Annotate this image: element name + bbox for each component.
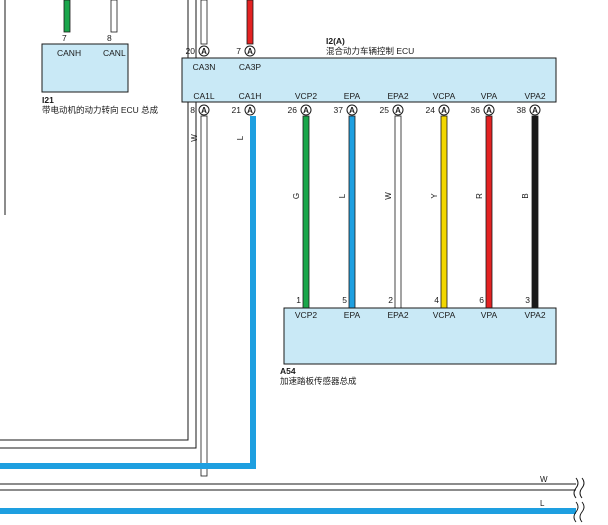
wire-color-code: W bbox=[190, 134, 199, 142]
i2-top-pin-num: 7 bbox=[236, 46, 241, 56]
wire-color-code: Y bbox=[430, 193, 439, 199]
i21-box bbox=[41, 43, 129, 93]
component-i21: 7 8 CANH CANL I21 带电动机的动力转向 ECU 总成 bbox=[41, 33, 159, 115]
wire-ca3p-red bbox=[246, 0, 254, 45]
wire-vertical bbox=[531, 115, 539, 309]
a54-pin-signal: EPA bbox=[344, 310, 361, 320]
connector-letter: A bbox=[395, 106, 401, 115]
wire-outline bbox=[0, 0, 189, 441]
bus-l-line bbox=[0, 508, 576, 514]
a54-pin-signal: VCPA bbox=[433, 310, 456, 320]
connector-circle bbox=[529, 104, 541, 116]
a54-pin-num: 2 bbox=[388, 295, 393, 305]
i2-bottom-pin-num: 38 bbox=[517, 105, 527, 115]
break-mark bbox=[579, 477, 585, 499]
wire-color-code: R bbox=[475, 193, 484, 199]
wire-vertical bbox=[200, 115, 208, 477]
break-mark bbox=[579, 501, 585, 523]
connector-letter: A bbox=[349, 106, 355, 115]
bus-label-l: L bbox=[540, 499, 545, 508]
wire-ca3n-white bbox=[200, 0, 208, 45]
connector-circle bbox=[300, 104, 312, 116]
i2-name: 混合动力车辆控制 ECU bbox=[326, 46, 414, 56]
a54-pin-signal: VCP2 bbox=[295, 310, 317, 320]
connector-circle bbox=[392, 104, 404, 116]
i2-bottom-pin-signal: EPA2 bbox=[387, 91, 408, 101]
i21-name: 带电动机的动力转向 ECU 总成 bbox=[42, 105, 159, 115]
break-mark bbox=[573, 477, 579, 499]
wire-color-code: B bbox=[521, 193, 530, 198]
a54-pin-num: 1 bbox=[296, 295, 301, 305]
i2-bottom-pin-signal: VCPA bbox=[433, 91, 456, 101]
i2-bottom-pin-signal: CA1L bbox=[193, 91, 215, 101]
wire-canh-green bbox=[63, 0, 71, 33]
a54-pin-num: 5 bbox=[342, 295, 347, 305]
wire-color-code: W bbox=[384, 192, 393, 200]
i21-pin-signal: CANH bbox=[57, 48, 81, 58]
wire-color-code: G bbox=[292, 193, 301, 199]
i2-top-pin-num: 20 bbox=[186, 46, 196, 56]
i2-bottom-pin-signal: VPA2 bbox=[524, 91, 545, 101]
break-mark bbox=[573, 501, 579, 523]
i21-pin-num: 7 bbox=[62, 33, 67, 43]
i21-pin-num: 8 bbox=[107, 33, 112, 43]
i2-bottom-pin-num: 36 bbox=[471, 105, 481, 115]
bus-label-w: W bbox=[540, 475, 548, 484]
i2-bottom-pin-signal: VPA bbox=[481, 91, 498, 101]
wire-canl-white bbox=[110, 0, 118, 33]
wire-vertical bbox=[485, 115, 493, 309]
wire-color-code: L bbox=[236, 135, 245, 140]
i21-id: I21 bbox=[42, 95, 54, 105]
a54-pin-signal: EPA2 bbox=[387, 310, 408, 320]
connector-circle bbox=[483, 104, 495, 116]
i2-bottom-pin-signal: CA1H bbox=[239, 91, 262, 101]
a54-box bbox=[283, 307, 557, 365]
a54-pin-num: 6 bbox=[479, 295, 484, 305]
component-a54: A54 加速踏板传感器总成 1VCP25EPA2EPA24VCPA6VPA3VP… bbox=[280, 295, 557, 386]
wire-vertical bbox=[394, 115, 402, 309]
connector-letter: A bbox=[303, 106, 309, 115]
connector-letter: A bbox=[441, 106, 447, 115]
i2-top-pin-signal: CA3P bbox=[239, 62, 262, 72]
connector-letter: A bbox=[201, 106, 207, 115]
connector-circle bbox=[244, 104, 256, 116]
a54-pin-num: 3 bbox=[525, 295, 530, 305]
connector-circle bbox=[198, 104, 210, 116]
a54-pin-signal: VPA bbox=[481, 310, 498, 320]
connector-letter: A bbox=[201, 47, 207, 56]
connector-letter: A bbox=[532, 106, 538, 115]
i2-bottom-pin-signal: EPA bbox=[344, 91, 361, 101]
connector-letter: A bbox=[247, 47, 253, 56]
connector-circle bbox=[198, 45, 210, 57]
i2-box bbox=[181, 57, 557, 103]
a54-pin-signal: VPA2 bbox=[524, 310, 545, 320]
i21-pin-signal: CANL bbox=[103, 48, 126, 58]
wire-vertical bbox=[348, 115, 356, 309]
wire-color-code: L bbox=[338, 193, 347, 198]
wire-vertical bbox=[302, 115, 310, 309]
connector-letter: A bbox=[247, 106, 253, 115]
i2-id: I2(A) bbox=[326, 36, 345, 46]
connector-circle bbox=[346, 104, 358, 116]
i2-bottom-pin-num: 8 bbox=[190, 105, 195, 115]
i2-bottom-pin-num: 24 bbox=[426, 105, 436, 115]
a54-pin-num: 4 bbox=[434, 295, 439, 305]
i2-bottom-pin-signal: VCP2 bbox=[295, 91, 317, 101]
i2-bottom-pin-num: 21 bbox=[232, 105, 242, 115]
connector-letter: A bbox=[486, 106, 492, 115]
wire-outline bbox=[0, 0, 197, 449]
wire-ca1h-blue-run bbox=[0, 116, 256, 469]
wire-vertical bbox=[440, 115, 448, 309]
i2-bottom-pin-num: 25 bbox=[380, 105, 390, 115]
connector-circle bbox=[438, 104, 450, 116]
a54-name: 加速踏板传感器总成 bbox=[280, 376, 357, 386]
connector-circle bbox=[244, 45, 256, 57]
i2-top-pin-signal: CA3N bbox=[193, 62, 216, 72]
i2-bottom-pin-num: 26 bbox=[288, 105, 298, 115]
a54-id: A54 bbox=[280, 366, 296, 376]
i2-bottom-pin-num: 37 bbox=[334, 105, 344, 115]
